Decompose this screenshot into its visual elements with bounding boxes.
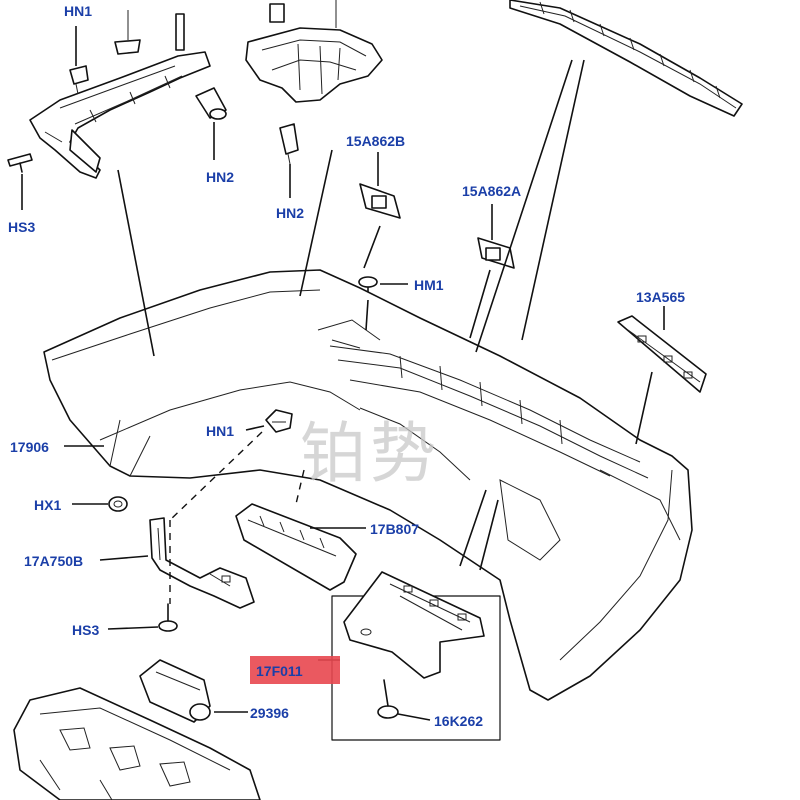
leader-lines [21,26,665,721]
clip-top-left [114,10,185,55]
callout-hx1[interactable]: HX1 [34,497,61,513]
push-pin-hn2-mid [279,123,299,165]
screw-hs3-top [7,153,33,173]
callout-hs3-top[interactable]: HS3 [8,219,35,235]
clip-hx1 [108,496,128,512]
dashed-install-lines [169,431,305,604]
callout-hm1[interactable]: HM1 [414,277,444,293]
callout-17a750b[interactable]: 17A750B [24,553,83,569]
callout-17906[interactable]: 17906 [10,439,49,455]
mounting-bracket-17f011 [343,571,485,679]
clip-hn1-mid [265,409,293,433]
center-support-bracket [245,0,383,103]
rear-bumper-cover-17906 [43,269,693,701]
callout-hn1-mid[interactable]: HN1 [206,423,234,439]
reflector-insert-17b807 [235,503,357,591]
callout-17b807[interactable]: 17B807 [370,521,419,537]
upper-mounting-bracket [29,51,211,179]
callout-17f011[interactable]: 17F011 [256,663,303,679]
callout-hn2-mid[interactable]: HN2 [276,205,304,221]
side-bracket-17a750b [149,517,255,609]
callout-15a862a[interactable]: 15A862A [462,183,521,199]
screw-hs3-bottom [158,603,178,632]
rear-step-trim-strip [509,0,743,117]
energy-absorber [13,687,261,800]
sensor-clip-15a862a [477,237,515,269]
sensor-29396 [139,659,211,723]
callout-13a565[interactable]: 13A565 [636,289,685,305]
sensor-clip-15a862b [359,183,401,219]
clip-16k262 [377,679,399,719]
callout-hs3-bottom[interactable]: HS3 [72,622,99,638]
license-lamp-bracket-13a565 [617,315,707,393]
callout-29396[interactable]: 29396 [250,705,289,721]
push-pin-hn2-left [195,87,227,120]
screw-hn1-top [69,65,89,95]
callout-15a862b[interactable]: 15A862B [346,133,405,149]
highlight-17f011 [250,656,340,684]
watermark: 铂势 [300,415,440,492]
callout-hn1-top[interactable]: HN1 [64,3,92,19]
callout-hn2-left[interactable]: HN2 [206,169,234,185]
callout-16k262[interactable]: 16K262 [434,713,483,729]
